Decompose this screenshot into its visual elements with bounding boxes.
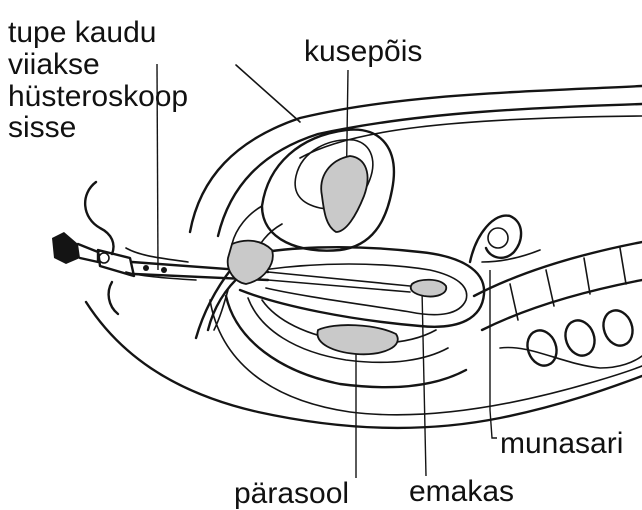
bladder-trigone bbox=[321, 156, 367, 232]
ovary bbox=[488, 228, 508, 248]
shaft-dot-1 bbox=[143, 265, 149, 271]
bladder bbox=[232, 130, 394, 258]
eyepiece bbox=[52, 232, 80, 264]
caption-line-1: tupe kaudu bbox=[8, 16, 156, 49]
labium-upper bbox=[85, 182, 113, 254]
abdominal-wall-outer bbox=[190, 86, 642, 232]
sacral-foramen-1 bbox=[523, 326, 562, 369]
vertebra-divider-2 bbox=[546, 270, 554, 306]
urethra-outer bbox=[232, 206, 262, 244]
vaginal-wall-upper bbox=[126, 248, 188, 262]
vertebra-divider-4 bbox=[620, 248, 626, 284]
bladder-label: kusepõis bbox=[304, 35, 422, 68]
vertebra-divider-3 bbox=[584, 258, 590, 294]
rectal-ampulla bbox=[317, 325, 397, 354]
ovary-leader-line bbox=[490, 270, 497, 438]
sacral-foramen-3 bbox=[599, 306, 638, 349]
scope-sheath-bottom bbox=[268, 280, 410, 292]
ovary-tube bbox=[470, 216, 540, 262]
sacral-foramen-2 bbox=[561, 316, 600, 359]
fallopian-tube bbox=[470, 216, 521, 262]
rectum-label: pärasool bbox=[234, 477, 349, 510]
uterus-label: emakas bbox=[409, 475, 514, 508]
caption-leader-line bbox=[157, 64, 158, 270]
peritoneal-line bbox=[300, 116, 642, 158]
eyepiece-connector bbox=[78, 244, 98, 262]
caption-line-3: hüsteroskoop bbox=[8, 80, 188, 113]
labium-lower bbox=[109, 282, 118, 314]
uterus bbox=[228, 241, 484, 327]
cervix-region bbox=[228, 241, 273, 284]
uterine-cavity-fundus bbox=[411, 280, 446, 297]
spine-anterior bbox=[474, 242, 642, 296]
instrument-caption: tupe kaudu viiakse hüsteroskoop sisse bbox=[8, 16, 188, 144]
shaft-dot-2 bbox=[161, 267, 167, 273]
scope-sheath-top bbox=[268, 272, 410, 286]
spine-posterior bbox=[482, 280, 642, 330]
caption-line-4: sisse bbox=[8, 111, 76, 144]
handle-ring bbox=[99, 253, 109, 263]
posterior-body-outline bbox=[86, 302, 642, 428]
ovary-label: munasari bbox=[500, 427, 623, 460]
wall-pointer-line bbox=[236, 65, 300, 122]
leader-lines bbox=[157, 64, 497, 478]
caption-line-2: viiakse bbox=[8, 48, 100, 81]
